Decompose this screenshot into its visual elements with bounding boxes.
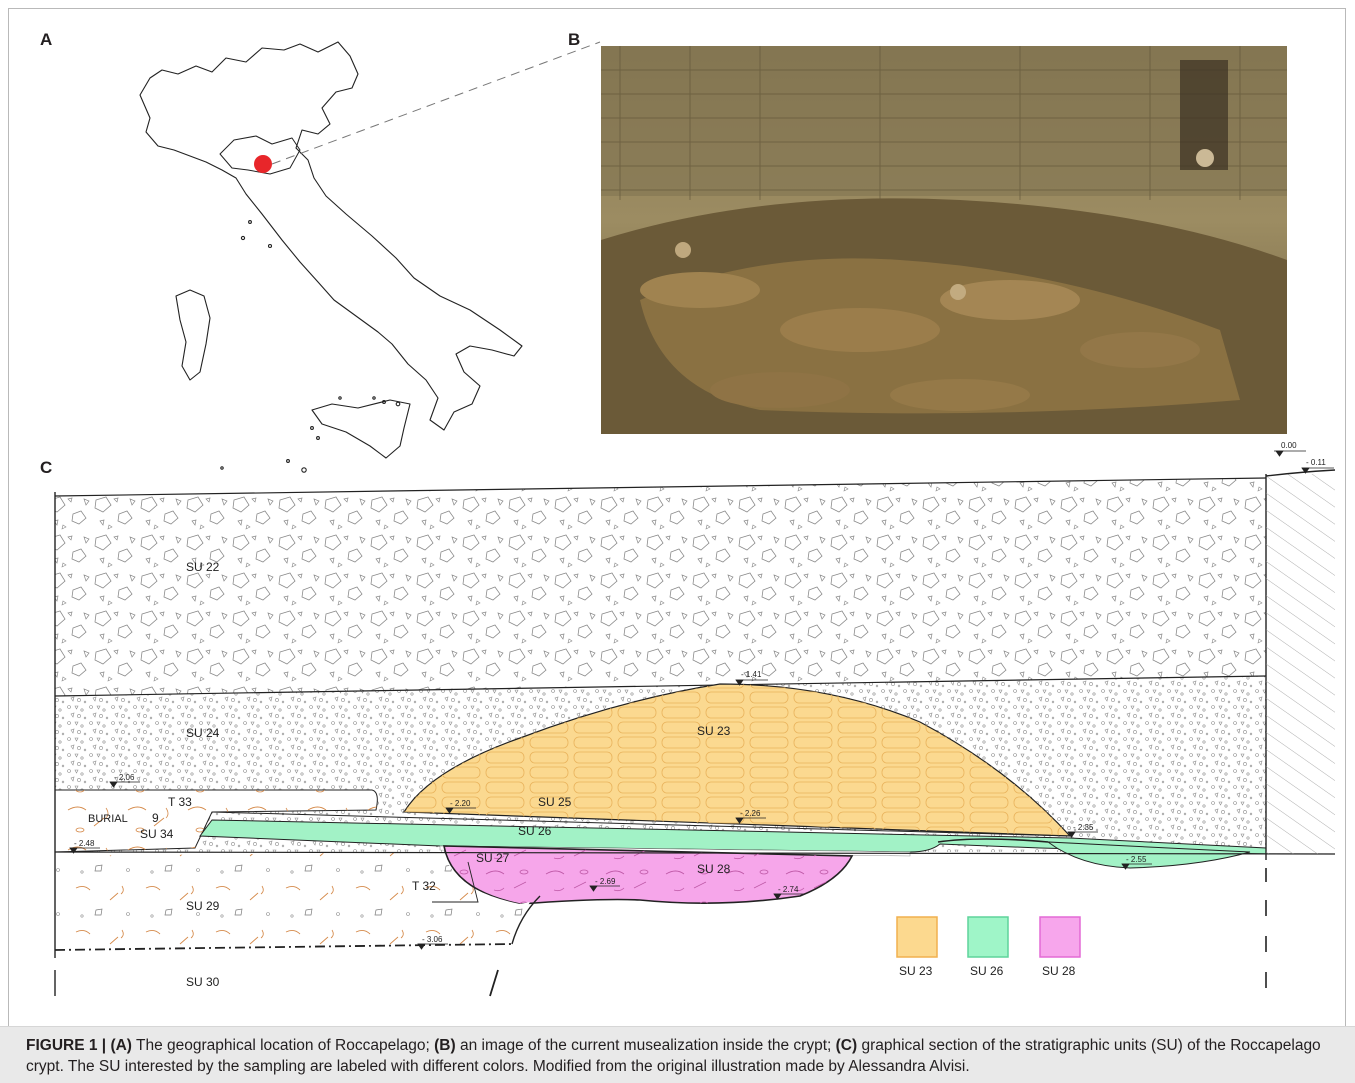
- label-su27: SU 27: [476, 851, 510, 865]
- elevation-2-74: - 2.74: [778, 885, 799, 894]
- elevation-3-06: - 3.06: [422, 935, 443, 944]
- elevation-2-48: - 2.48: [74, 839, 95, 848]
- elevation-2-06: - 2.06: [114, 773, 135, 782]
- elevation-1-41: - 1.41: [741, 670, 762, 679]
- label-su24: SU 24: [186, 726, 220, 740]
- panel-label-b: B: [568, 30, 581, 49]
- legend-label-su23: SU 23: [899, 964, 933, 978]
- legend-swatch-su28: [1039, 916, 1081, 958]
- legend-label-su28: SU 28: [1042, 964, 1076, 978]
- label-burial-number: 9: [152, 811, 159, 825]
- legend-swatch-su23: [896, 916, 938, 958]
- elevation-2-69: - 2.69: [595, 877, 616, 886]
- elevation-0-11: - 0.11: [1306, 458, 1326, 467]
- label-su30: SU 30: [186, 975, 220, 989]
- leader-line: [271, 41, 601, 165]
- figure-caption: FIGURE 1 | (A) The geographical location…: [0, 1026, 1355, 1083]
- crypt-photograph: [601, 46, 1287, 434]
- label-su23: SU 23: [697, 724, 731, 738]
- elevation-2-35: - 2.35: [1073, 823, 1094, 832]
- location-marker: [254, 155, 272, 173]
- caption-c-label: (C): [835, 1037, 858, 1054]
- legend-label-su26: SU 26: [970, 964, 1004, 978]
- panel-label-c: C: [40, 458, 53, 477]
- label-su29: SU 29: [186, 899, 220, 913]
- elevation-2-20: - 2.20: [450, 799, 471, 808]
- stratigraphic-section: SU 22 SU 24 SU 23 SU 25 SU 26 SU 27 SU 2…: [54, 441, 1336, 997]
- caption-b-text: an image of the current musealization in…: [455, 1037, 836, 1054]
- elevation-2-55: - 2.55: [1126, 855, 1147, 864]
- caption-b-label: (B): [434, 1037, 456, 1054]
- legend-swatch-su26: [967, 916, 1009, 958]
- caption-c-text: graphical section of the stratigraphic u…: [26, 1037, 1321, 1075]
- label-su28: SU 28: [697, 862, 731, 876]
- label-su26: SU 26: [518, 824, 552, 838]
- label-t32: T 32: [412, 879, 436, 893]
- label-su22: SU 22: [186, 560, 220, 574]
- label-su34: SU 34: [140, 827, 174, 841]
- label-burial: BURIAL: [88, 813, 128, 825]
- panel-label-a: A: [40, 30, 53, 49]
- italy-map: [139, 41, 523, 473]
- caption-a-label: (A): [110, 1037, 132, 1054]
- elevation-2-26: - 2.26: [740, 809, 761, 818]
- caption-figure-label: FIGURE 1 |: [26, 1037, 111, 1054]
- caption-a-text: The geographical location of Roccapelago…: [131, 1037, 435, 1054]
- label-t33: T 33: [168, 795, 192, 809]
- label-su25: SU 25: [538, 795, 572, 809]
- figure-drawing: SU 22 SU 24 SU 23 SU 25 SU 26 SU 27 SU 2…: [54, 41, 1336, 997]
- elevation-0-00: 0.00: [1281, 441, 1297, 450]
